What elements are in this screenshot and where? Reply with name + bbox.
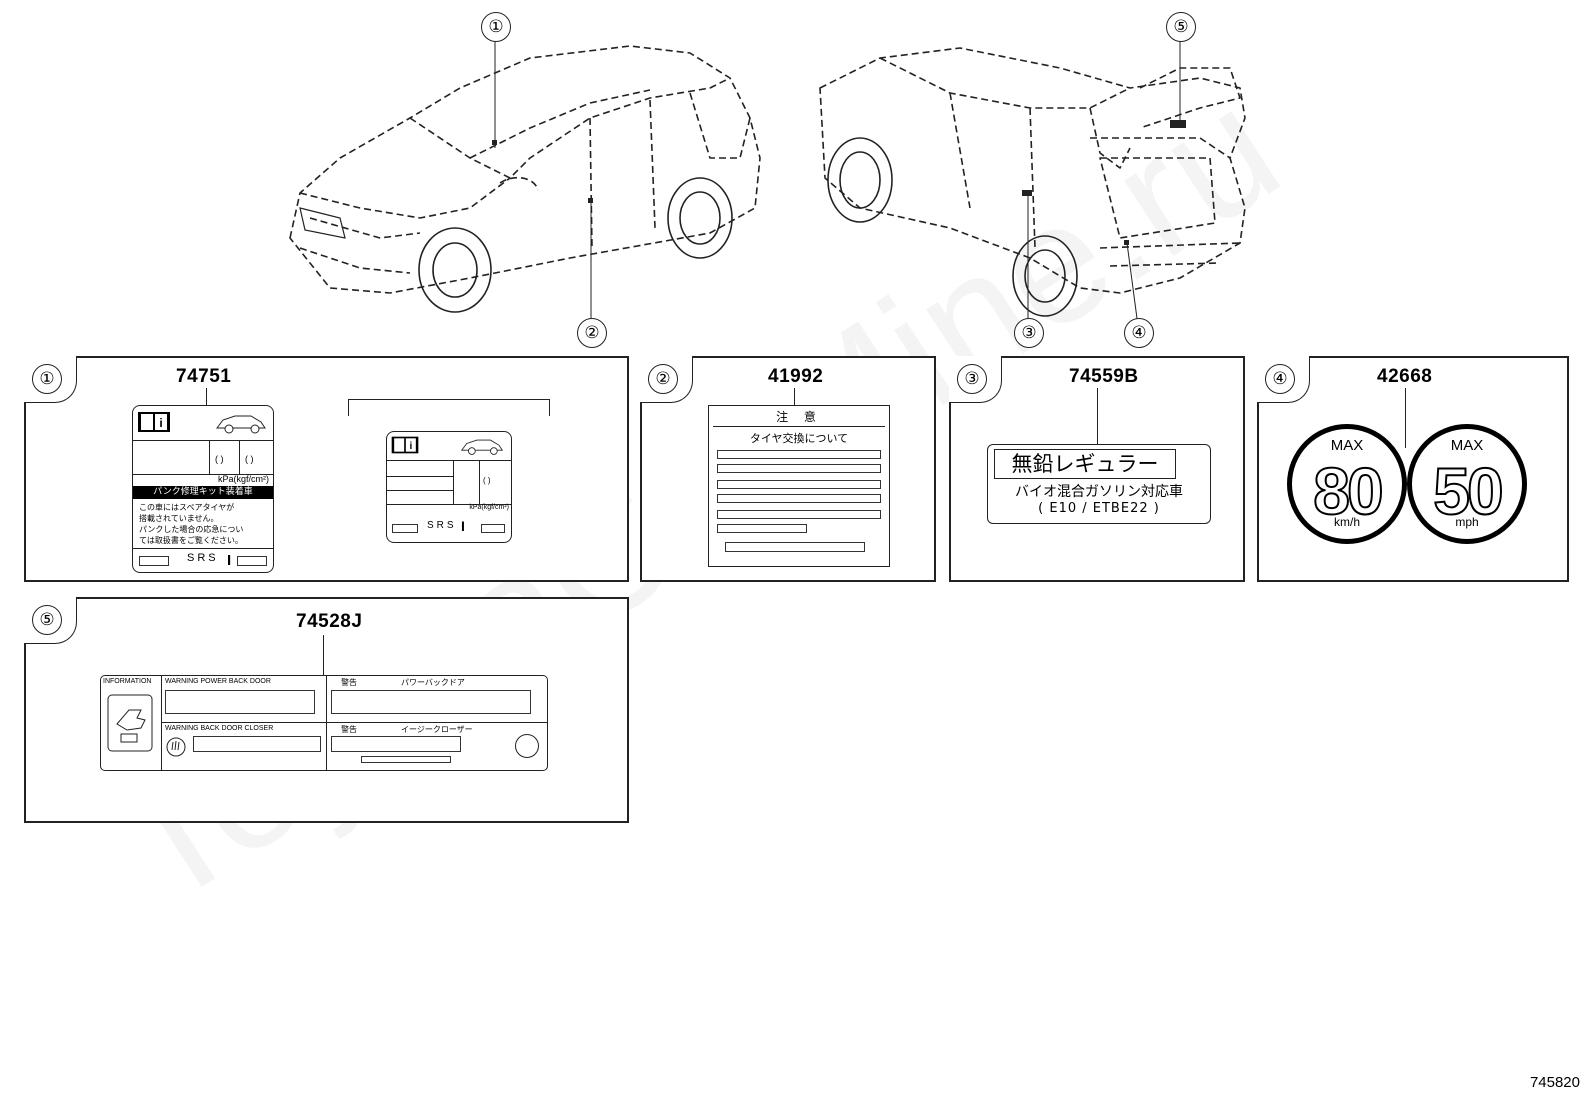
hand-warning-icon xyxy=(166,737,186,757)
label-a-banner: パンク修理キット装着車 xyxy=(133,486,273,499)
car-rear-illustration xyxy=(819,40,1246,327)
warning-back-door-closer: WARNING BACK DOOR CLOSER xyxy=(165,725,274,732)
power-back-door-jp: パワーバックドア xyxy=(401,678,465,687)
label-a-line-2: 搭載されていません。 xyxy=(139,514,219,523)
panel-4-part-number: 42668 xyxy=(1377,366,1433,387)
svg-text:i: i xyxy=(409,441,412,452)
speed-mph-value: 50 xyxy=(1432,453,1504,529)
info-book-icon: i xyxy=(391,436,419,454)
fuel-label-line-1: 無鉛レギュラー xyxy=(994,449,1176,479)
panel-5: ⑤ 74528J INFORMATION WARNING POWER BACK … xyxy=(24,597,629,823)
speed-kmh-unit: km/h xyxy=(1333,515,1360,529)
panel-1: ① 74751 i ( ) ( ) kPa(kgf/cm²) パンク修理キット装… xyxy=(24,356,629,582)
label-a-srs: SRS xyxy=(187,552,219,564)
label-a-paren-2: ( ) xyxy=(245,454,254,464)
fuel-label: 無鉛レギュラー バイオ混合ガソリン対応車 ( E10 / ETBE22 ) xyxy=(987,444,1211,524)
info-book-icon: i xyxy=(138,412,170,432)
svg-text:i: i xyxy=(159,416,162,430)
callout-1: ① xyxy=(481,12,511,42)
caution-label: 注 意 タイヤ交換について xyxy=(708,405,890,567)
label-b-kpa: kPa(kgf/cm²) xyxy=(469,504,509,511)
label-a-paren-1: ( ) xyxy=(215,454,224,464)
label-b-srs: SRS xyxy=(427,520,457,531)
label-a-line-3: パンクした場合の応急につい xyxy=(139,525,244,534)
panel-3-badge: ③ xyxy=(957,364,987,394)
panel-2: ② 41992 注 意 タイヤ交換について xyxy=(640,356,936,582)
panel-2-badge: ② xyxy=(648,364,678,394)
speed-kmh-max: MAX xyxy=(1330,437,1364,454)
car-front-illustration xyxy=(289,40,761,326)
speed-mph-max: MAX xyxy=(1450,437,1484,454)
car-side-icon xyxy=(216,415,266,434)
callout-5: ⑤ xyxy=(1166,12,1196,42)
panel-2-part-number: 41992 xyxy=(768,366,824,387)
fuel-label-line-3: ( E10 / ETBE22 ) xyxy=(1038,501,1160,516)
fuel-label-line-2: バイオ混合ガソリン対応車 xyxy=(1015,484,1183,500)
label-a-line-1: この車にはスペアタイヤが xyxy=(139,503,235,512)
info-header: INFORMATION xyxy=(103,678,152,685)
caution-jp-2: 警告 xyxy=(341,725,357,734)
hand-door-icon xyxy=(107,694,153,752)
panel-4: ④ 42668 MAX 80 km/h MAX 50 mph xyxy=(1257,356,1569,582)
label-a-kpa: kPa(kgf/cm²) xyxy=(217,474,269,484)
caution-jp-1: 警告 xyxy=(341,678,357,687)
speed-disc-mph: MAX 50 mph xyxy=(1407,424,1527,544)
panel-1-badge: ① xyxy=(32,364,62,394)
car-side-icon xyxy=(460,439,504,455)
warning-power-back-door: WARNING POWER BACK DOOR xyxy=(165,678,271,685)
caution-subtitle: タイヤ交換について xyxy=(749,432,849,445)
panel-5-part-number: 74528J xyxy=(296,611,363,632)
power-back-door-label: INFORMATION WARNING POWER BACK DOOR 警告 パ… xyxy=(100,675,548,771)
speed-disc-kmh: MAX 80 km/h xyxy=(1287,424,1407,544)
panel-5-badge: ⑤ xyxy=(32,605,62,635)
tire-pressure-label-b: i ( ) kPa(kgf/cm²) SRS I xyxy=(386,431,512,543)
easy-closer-jp: イージークローザー xyxy=(401,725,473,734)
label-a-line-4: ては取扱書をご覧ください。 xyxy=(139,536,243,545)
speed-kmh-value: 80 xyxy=(1312,453,1384,529)
figure-id: 745820 xyxy=(1529,1074,1580,1091)
callout-2: ② xyxy=(577,318,607,348)
callout-4: ④ xyxy=(1124,318,1154,348)
panel-3: ③ 74559B 無鉛レギュラー バイオ混合ガソリン対応車 ( E10 / ET… xyxy=(949,356,1245,582)
speed-mph-unit: mph xyxy=(1455,515,1479,529)
caution-title: 注 意 xyxy=(776,410,822,424)
panel-1-part-number: 74751 xyxy=(176,366,232,387)
panel-4-badge: ④ xyxy=(1265,364,1295,394)
label-b-paren: ( ) xyxy=(483,476,491,485)
callout-3: ③ xyxy=(1014,318,1044,348)
tire-pressure-label-a: i ( ) ( ) kPa(kgf/cm²) パンク修理キット装着車 この車には… xyxy=(132,405,274,573)
panel-3-part-number: 74559B xyxy=(1069,366,1139,387)
